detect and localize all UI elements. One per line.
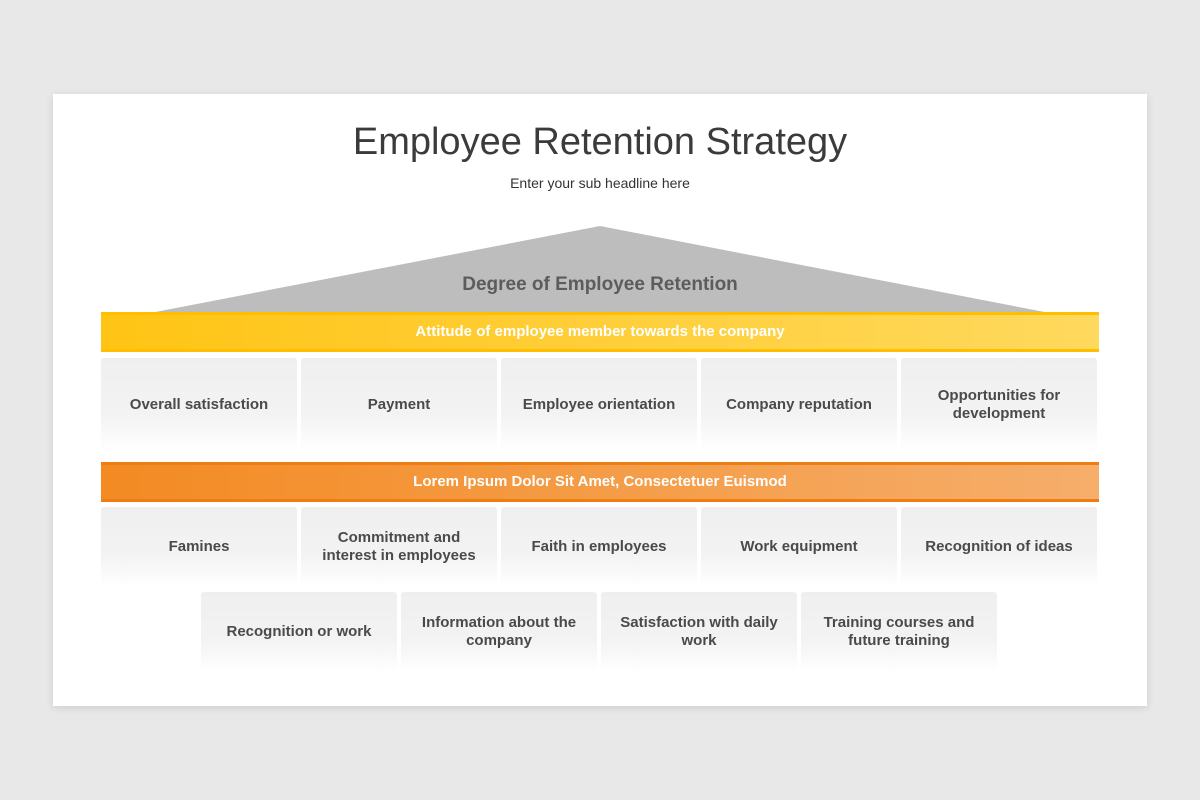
- foundation-training-courses: Training courses and future training: [801, 592, 997, 672]
- block-work-equipment: Work equipment: [701, 507, 897, 587]
- roof-triangle: [145, 226, 1055, 314]
- roof-shape: [145, 226, 1055, 314]
- pillar-payment: Payment: [301, 358, 497, 452]
- block-faith-in-employees: Faith in employees: [501, 507, 697, 587]
- slide: Employee Retention Strategy Enter your s…: [53, 94, 1147, 706]
- pillar-overall-satisfaction: Overall satisfaction: [101, 358, 297, 452]
- band-attitude: Attitude of employee member towards the …: [101, 312, 1099, 352]
- foundation-recognition-work: Recognition or work: [201, 592, 397, 672]
- page-title: Employee Retention Strategy: [352, 121, 848, 163]
- pillar-opportunities-development: Opportunities for development: [901, 358, 1097, 452]
- pillar-company-reputation: Company reputation: [701, 358, 897, 452]
- band-lorem-ipsum: Lorem Ipsum Dolor Sit Amet, Consectetuer…: [101, 462, 1099, 502]
- row-2: Famines Commitment and interest in emplo…: [101, 507, 1101, 587]
- block-famines: Famines: [101, 507, 297, 587]
- pillar-employee-orientation: Employee orientation: [501, 358, 697, 452]
- foundation-satisfaction-daily-work: Satisfaction with daily work: [601, 592, 797, 672]
- block-recognition-of-ideas: Recognition of ideas: [901, 507, 1097, 587]
- block-commitment-interest: Commitment and interest in employees: [301, 507, 497, 587]
- roof-label: Degree of Employee Retention: [462, 274, 738, 295]
- row-3: Recognition or work Information about th…: [201, 592, 1001, 672]
- page-subtitle: Enter your sub headline here: [510, 175, 690, 191]
- foundation-information-company: Information about the company: [401, 592, 597, 672]
- row-1: Overall satisfaction Payment Employee or…: [101, 358, 1101, 452]
